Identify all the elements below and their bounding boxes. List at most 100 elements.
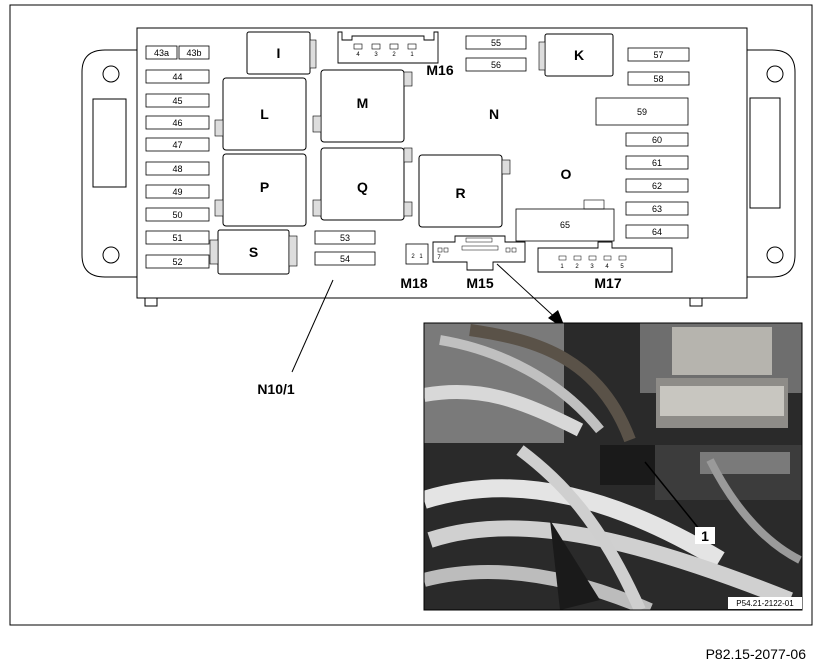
relay-L: L — [214, 77, 307, 151]
fuse-label: 54 — [340, 254, 350, 264]
inset-photo: 1 P54.21-2122-01 — [423, 322, 803, 611]
fuse-label: 49 — [172, 187, 182, 197]
fuse-label: 60 — [652, 135, 662, 145]
pin-label: 2 — [392, 52, 396, 58]
pin-label: 4 — [605, 264, 609, 270]
relay-K: K — [538, 33, 614, 77]
fuse-58: 58 — [627, 71, 690, 86]
fuse-label: 55 — [491, 38, 501, 48]
relay-S: S — [209, 229, 298, 275]
relay-M: M — [312, 69, 413, 143]
relay-R: R — [418, 154, 511, 228]
fuse-47: 47 — [145, 137, 210, 152]
fuse-label: 45 — [172, 96, 182, 106]
relay-label: I — [277, 45, 281, 61]
relay-P: P — [214, 153, 307, 227]
pin-label: 1 — [419, 254, 423, 260]
fuse-43a: 43a — [145, 45, 178, 60]
relay-label: Q — [357, 179, 368, 195]
photo-pointer-line — [496, 263, 561, 323]
photo-reference: P54.21-2122-01 — [736, 599, 794, 608]
fuse-label: 47 — [172, 140, 182, 150]
connector-label: M15 — [466, 275, 493, 291]
fuse-label: 62 — [652, 181, 662, 191]
fuse-label: 63 — [652, 204, 662, 214]
fuse-label: 64 — [652, 227, 662, 237]
component-label: N10/1 — [257, 381, 295, 397]
connector-M18: 2 1 M18 — [400, 243, 429, 291]
fuse-65: 65 — [515, 199, 615, 242]
fuse-label: 44 — [172, 72, 182, 82]
fuse-slots: 43a 43b 44 45 46 47 48 49 50 51 52 53 54… — [145, 35, 690, 269]
relay-label: P — [260, 179, 269, 195]
fuse-label: 61 — [652, 158, 662, 168]
fuse-56: 56 — [465, 57, 527, 72]
fuse-45: 45 — [145, 93, 210, 108]
fuse-label: 48 — [172, 164, 182, 174]
fuse-49: 49 — [145, 184, 210, 199]
fuse-55: 55 — [465, 35, 527, 50]
pin-label: 7 — [437, 255, 441, 261]
relays: I K L M N O P Q R S — [209, 31, 614, 275]
fuse-label: 56 — [491, 60, 501, 70]
fuse-62: 62 — [625, 178, 689, 193]
fuse-43b: 43b — [178, 45, 210, 60]
relay-label: K — [574, 47, 584, 63]
figure-reference: P82.15-2077-06 — [705, 646, 806, 662]
fuse-label: 52 — [172, 257, 182, 267]
fuse-label: 65 — [560, 220, 570, 230]
fuse-label: 46 — [172, 118, 182, 128]
photo-callout: 1 — [701, 528, 709, 544]
fuse-48: 48 — [145, 161, 210, 176]
connector-M15: 7 M15 — [432, 235, 526, 291]
relay-label: R — [455, 185, 465, 201]
relay-label: N — [489, 106, 499, 122]
callout-leader-line — [644, 461, 701, 531]
fuse-53: 53 — [314, 230, 376, 245]
fuse-label: 57 — [653, 50, 663, 60]
relay-label: S — [249, 244, 258, 260]
relay-label: L — [260, 106, 269, 122]
fuse-label: 53 — [340, 233, 350, 243]
pin-label: 1 — [410, 52, 414, 58]
fuse-54: 54 — [314, 251, 376, 266]
connector-label: M16 — [426, 62, 453, 78]
fuse-61: 61 — [625, 155, 689, 170]
pin-label: 2 — [575, 264, 579, 270]
relay-Q: Q — [312, 147, 413, 221]
connector-M16: 4 3 2 1 M16 — [337, 31, 454, 78]
fuse-60: 60 — [625, 132, 689, 147]
fuse-box-housing — [81, 27, 796, 307]
connector-label: M18 — [400, 275, 427, 291]
component-leader-line — [291, 279, 334, 373]
relay-I: I — [246, 31, 317, 75]
pin-label: 5 — [620, 264, 624, 270]
pin-label: 4 — [356, 52, 360, 58]
fuse-relay-box-diagram: 43a 43b 44 45 46 47 48 49 50 51 52 53 54… — [9, 4, 813, 626]
connector-label: M17 — [594, 275, 621, 291]
pin-label: 2 — [411, 254, 415, 260]
fuse-51: 51 — [145, 230, 210, 245]
fuse-label: 59 — [637, 107, 647, 117]
fuse-label: 43b — [186, 48, 201, 58]
relay-label: O — [561, 166, 572, 182]
fuse-label: 58 — [653, 74, 663, 84]
diagram-frame — [9, 4, 813, 626]
fuse-50: 50 — [145, 207, 210, 222]
fuse-44: 44 — [145, 69, 210, 84]
fuse-52: 52 — [145, 254, 210, 269]
fuse-64: 64 — [625, 224, 689, 239]
relay-N: N — [489, 106, 499, 122]
relay-O: O — [561, 166, 572, 182]
pin-label: 3 — [590, 264, 594, 270]
relay-label: M — [357, 95, 369, 111]
fuse-63: 63 — [625, 201, 689, 216]
fuse-label: 51 — [172, 233, 182, 243]
fuse-59: 59 — [595, 97, 689, 126]
pin-label: 1 — [560, 264, 564, 270]
pin-label: 3 — [374, 52, 378, 58]
fuse-label: 43a — [154, 48, 169, 58]
connector-M17: 1 2 3 4 5 M17 — [537, 241, 673, 291]
fuse-46: 46 — [145, 115, 210, 130]
fuse-57: 57 — [627, 47, 690, 62]
